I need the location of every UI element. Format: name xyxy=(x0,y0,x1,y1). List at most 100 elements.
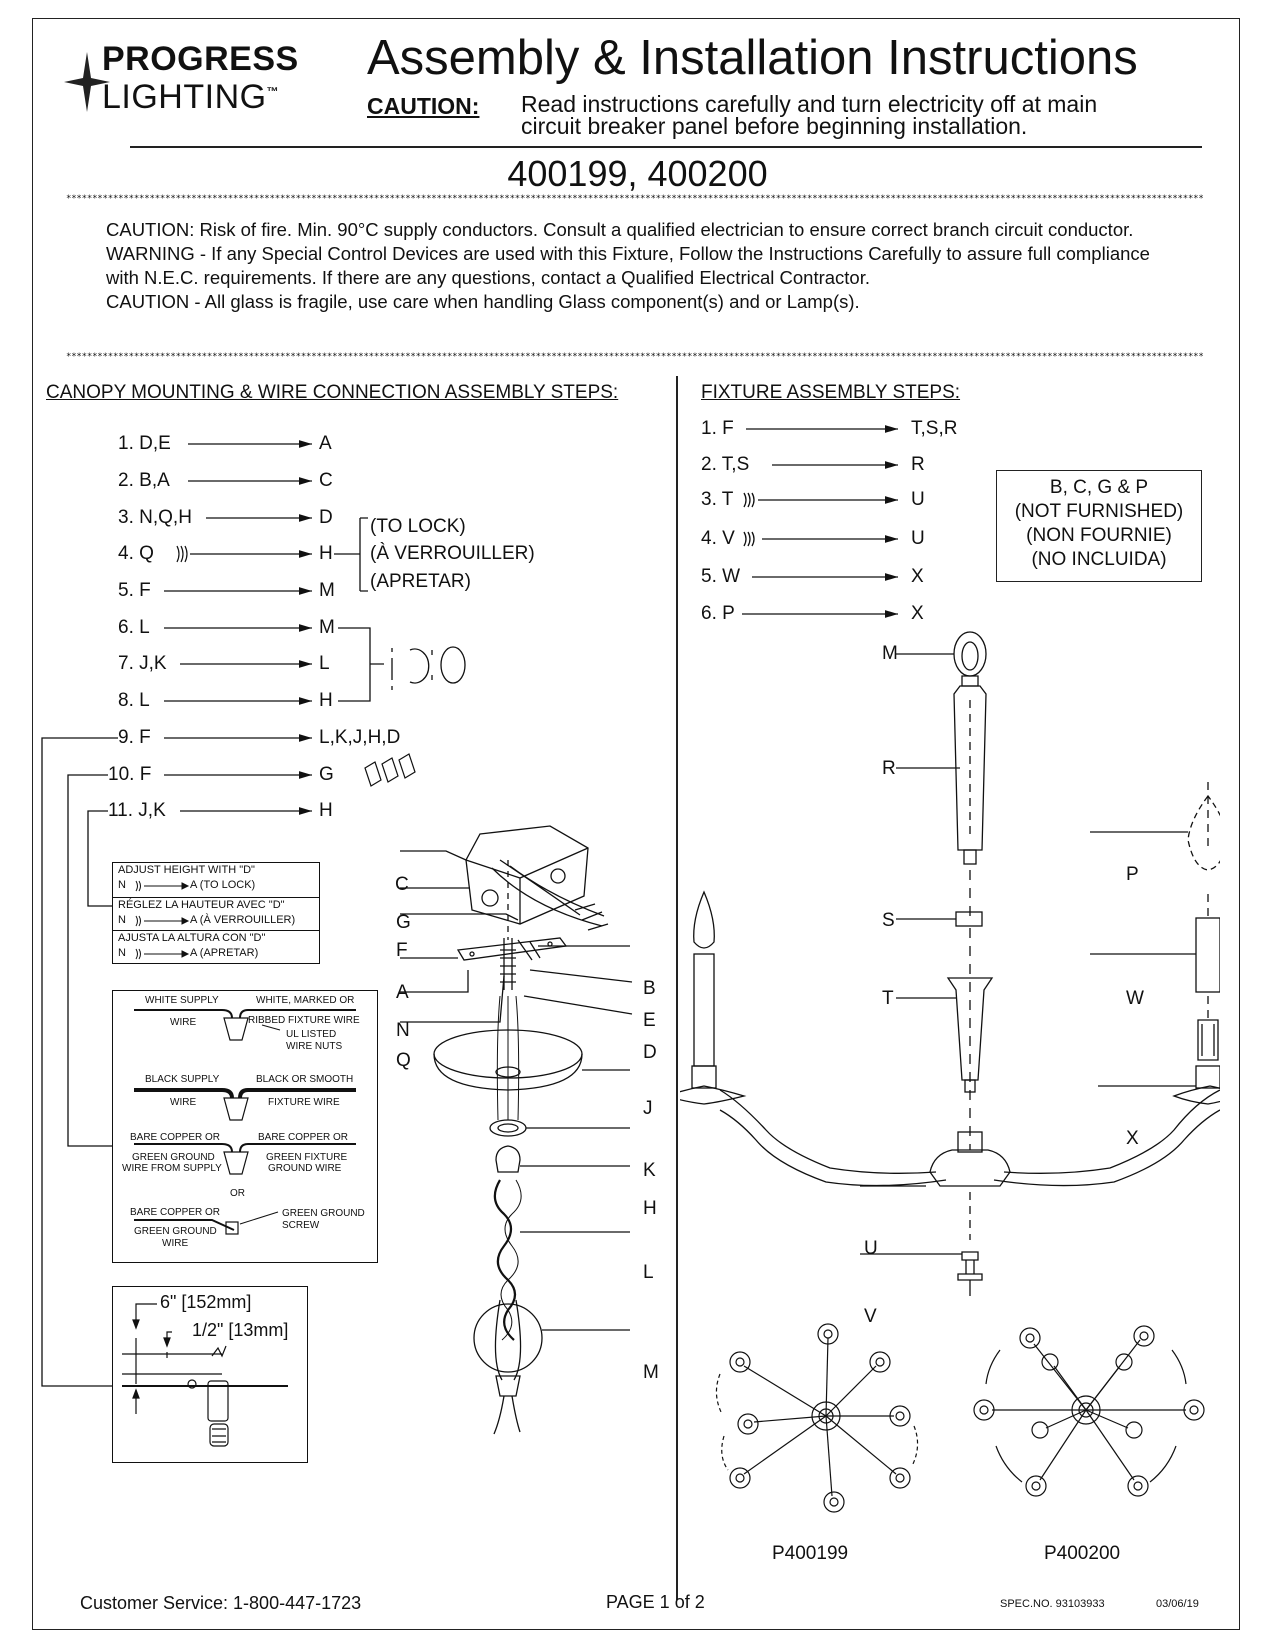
canopy-exploded-diagram xyxy=(400,825,633,1435)
canopy-step-3: 3. N,Q,H xyxy=(118,507,192,528)
fixture-step-4-to: U xyxy=(911,528,925,549)
canopy-step-5-to: M xyxy=(319,580,335,601)
part-C-label: C xyxy=(395,874,409,895)
canopy-step-9: 9. F xyxy=(118,727,151,748)
canopy-step-8-to: H xyxy=(319,690,333,711)
fixture-step-3: 3. T xyxy=(701,489,734,510)
label-wire3: WIRE xyxy=(162,1238,189,1249)
adjust-en-n: N xyxy=(118,879,126,891)
label-wire-2: WIRE xyxy=(170,1097,197,1108)
canopy-step-7-to: L xyxy=(319,653,330,674)
fixture-part-T-label: T xyxy=(882,988,894,1009)
label-green-ground3: GREEN GROUND xyxy=(134,1226,217,1237)
warning-devices: WARNING - If any Special Control Devices… xyxy=(106,243,1150,288)
star-divider-bottom: ****************************************… xyxy=(66,352,1204,362)
label-fixture-wire: FIXTURE WIRE xyxy=(268,1097,340,1108)
part-D-label: D xyxy=(643,1042,657,1063)
part-E-label: E xyxy=(643,1010,656,1031)
fixture-part-P-label: P xyxy=(1126,864,1139,885)
fixture-step-6-to: X xyxy=(911,603,924,624)
canopy-step-1-to: A xyxy=(319,433,332,454)
label-ribbed: RIBBED FIXTURE WIRE xyxy=(248,1015,360,1026)
label-black-smooth: BLACK OR SMOOTH xyxy=(256,1074,354,1085)
canopy-step-7: 7. J,K xyxy=(118,653,167,674)
adjust-en: ADJUST HEIGHT WITH "D" xyxy=(118,864,255,876)
part-Q-label: Q xyxy=(396,1050,411,1071)
fixture-part-W-label: W xyxy=(1126,988,1144,1009)
canopy-step-11-to: H xyxy=(319,800,333,821)
canopy-step-8: 8. L xyxy=(118,690,150,711)
adjust-fr-lock: A (À VERROUILLER) xyxy=(190,914,296,926)
part-M-label: M xyxy=(643,1362,659,1383)
canopy-step-1: 1. D,E xyxy=(118,433,171,454)
part-B-label: B xyxy=(643,978,656,999)
fixture-step-5-to: X xyxy=(911,566,924,587)
canopy-step-10: 10. F xyxy=(108,764,152,785)
warnings-block: CAUTION: Risk of fire. Min. 90°C supply … xyxy=(106,218,1176,314)
dim-half-in: 1/2" [13mm] xyxy=(192,1320,289,1340)
part-L-label: L xyxy=(643,1262,654,1283)
page-border xyxy=(32,18,1240,1630)
label-green-ground: GREEN GROUND xyxy=(132,1152,215,1163)
canopy-step-6-to: M xyxy=(319,617,335,638)
label-ground-wire: GROUND WIRE xyxy=(268,1163,342,1174)
label-bare1: BARE COPPER OR xyxy=(130,1132,221,1143)
part-K-label: K xyxy=(643,1160,656,1181)
label-screw1: GREEN GROUND xyxy=(282,1208,365,1219)
canopy-step-9-to: L,K,J,H,D xyxy=(319,727,401,748)
label-ul1: UL LISTED xyxy=(286,1029,337,1040)
canopy-step-10-to: G xyxy=(319,764,334,785)
lock-fr: (À VERROUILLER) xyxy=(370,543,535,564)
adjust-fr-n: N xyxy=(118,914,126,926)
fixture-step-6: 6. P xyxy=(701,603,735,624)
dimension-box xyxy=(112,1286,308,1463)
adjust-fr: RÉGLEZ LA HAUTEUR AVEC "D" xyxy=(118,899,285,911)
top-view-diagrams xyxy=(715,1323,1205,1513)
label-screw2: SCREW xyxy=(282,1220,320,1231)
fixture-step-2-to: R xyxy=(911,454,925,475)
warning-fire: CAUTION: Risk of fire. Min. 90°C supply … xyxy=(106,219,1134,240)
canopy-step-4: 4. Q xyxy=(118,543,154,564)
star-logo-icon xyxy=(64,52,110,112)
part-J-label: J xyxy=(643,1098,653,1119)
caution-label: CAUTION: xyxy=(367,93,480,119)
logo-progress: PROGRESS xyxy=(102,40,299,78)
page-title: Assembly & Installation Instructions xyxy=(367,31,1138,85)
header-rule xyxy=(130,146,1202,148)
label-green-fixture: GREEN FIXTURE xyxy=(266,1152,348,1163)
fixture-heading: FIXTURE ASSEMBLY STEPS: xyxy=(701,382,961,403)
label-white-supply: WHITE SUPPLY xyxy=(145,995,219,1006)
model-p400199-label: P400199 xyxy=(772,1543,849,1564)
fixture-step-arrows xyxy=(742,425,898,618)
fixture-part-S-label: S xyxy=(882,910,895,931)
canopy-step-6: 6. L xyxy=(118,617,150,638)
model-p400200-label: P400200 xyxy=(1044,1543,1121,1564)
fixture-part-M-label: M xyxy=(882,643,898,664)
fixture-step-1-to: T,S,R xyxy=(911,418,958,439)
adjust-height-box xyxy=(112,862,320,964)
fixture-exploded-diagram xyxy=(680,631,1220,1296)
wiring-diagram-box xyxy=(112,990,378,1263)
adjust-es-lock: A (APRETAR) xyxy=(190,947,259,959)
wiring-diagram-icon xyxy=(134,1009,356,1235)
fixture-part-V-label: V xyxy=(864,1306,877,1327)
fixture-part-R-label: R xyxy=(882,758,896,779)
revision-date: 03/06/19 xyxy=(1156,1598,1199,1610)
model-numbers: 400199, 400200 xyxy=(507,153,768,194)
fixture-step-1: 1. F xyxy=(701,418,734,439)
part-H-label: H xyxy=(643,1198,657,1219)
star-divider-top: ****************************************… xyxy=(66,194,1204,204)
fixture-part-X-label: X xyxy=(1126,1128,1139,1149)
caution-text: Read instructions carefully and turn ele… xyxy=(521,91,1098,139)
label-or: OR xyxy=(230,1188,245,1199)
adjust-es: AJUSTA LA ALTURA CON "D" xyxy=(118,932,266,944)
customer-service: Customer Service: 1-800-447-1723 xyxy=(80,1593,362,1613)
label-white-marked: WHITE, MARKED OR xyxy=(256,995,355,1006)
label-black-supply: BLACK SUPPLY xyxy=(145,1074,220,1085)
fixture-step-3-to: U xyxy=(911,489,925,510)
label-wire-1: WIRE xyxy=(170,1017,197,1028)
canopy-step-5: 5. F xyxy=(118,580,151,601)
adjust-es-n: N xyxy=(118,947,126,959)
lock-en: (TO LOCK) xyxy=(370,516,466,537)
label-bare2: BARE COPPER OR xyxy=(258,1132,349,1143)
